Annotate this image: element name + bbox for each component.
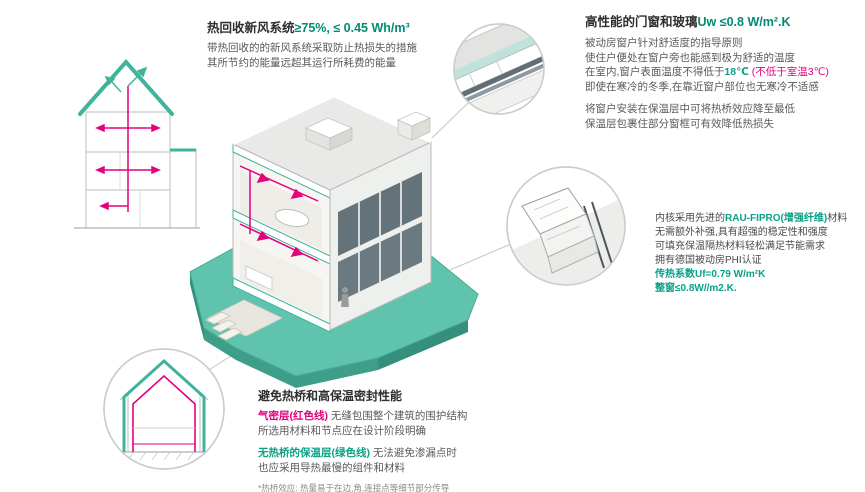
profile-block: 内核采用先进的RAU-FIPRO(增强纤维)材料 无需额外补强,具有超强的稳定性… <box>655 212 860 296</box>
profile-line1-material: RAU-FIPRO(增强纤维) <box>725 213 828 224</box>
profile-chambers <box>533 198 581 241</box>
profile-line1-pre: 内核采用先进的 <box>655 213 725 224</box>
hvac-unit <box>304 117 354 151</box>
windows-line1: 被动房窗户针对舒适度的指导原则 <box>585 37 743 49</box>
window-profile-detail-callout <box>506 166 626 286</box>
windows-line3-pre: 在室内,窗户表面温度不得低于 <box>585 66 725 78</box>
thermal-insulation-line: 无热桥的保温层(绿色线) 无法避免渗漏点时 <box>258 446 568 461</box>
windows-line6: 保温层包裹住部分窗框可有效降低热损失 <box>585 117 774 130</box>
person-figure <box>341 287 349 307</box>
kitchen-counter <box>245 265 273 291</box>
window-corner-detail-callout <box>453 23 545 115</box>
thermal-airtight-line: 气密层(红色线) 无缝包围整个建筑的围护结构 <box>258 409 568 424</box>
bathtub <box>274 208 310 228</box>
roof-skylight-box <box>397 111 431 141</box>
windows-line2: 使住户便处在窗户旁也能感到极为舒适的温度 <box>585 51 795 64</box>
interior-ducts-red <box>239 165 319 262</box>
thermal-line2: 所选用材料和节点应在设计阶段明确 <box>258 424 426 437</box>
windows-line3: 在室内,窗户表面温度不得低于18℃ (不低于室温3℃) <box>585 65 857 80</box>
insulation-text: 无法避免渗漏点时 <box>370 447 457 459</box>
thermal-bridge-detail-callout <box>103 348 225 470</box>
windows-title-value: Uw ≤0.8 W/m².K <box>697 15 791 29</box>
profile-line3: 可填充保温隔热材料轻松满足节能需求 <box>655 241 825 252</box>
profile-line2: 无需额外补强,具有超强的稳定性和强度 <box>655 227 828 238</box>
windows-line5: 将窗户安装在保温层中可将热桥效应降至最低 <box>585 103 795 115</box>
windows-line3-temp: 18℃ <box>724 66 749 78</box>
airtight-text: 无缝包围整个建筑的围护结构 <box>328 410 468 422</box>
windows-line3-note: (不低于室温3℃) <box>748 66 829 78</box>
thermal-block: 避免热桥和高保温密封性能 气密层(红色线) 无缝包围整个建筑的围护结构 所选用材… <box>258 388 568 492</box>
profile-uw-value: 整窗≤0.8W//m2.K. <box>655 283 737 294</box>
profile-line1: 内核采用先进的RAU-FIPRO(增强纤维)材料 <box>655 212 860 226</box>
thermal-title: 避免热桥和高保温密封性能 <box>258 389 403 403</box>
thermal-line4: 也应采用导热最慢的组件和材料 <box>258 461 405 474</box>
windows-block: 高性能的门窗和玻璃Uw ≤0.8 W/m².K 被动房窗户针对舒适度的指导原则 … <box>585 14 857 131</box>
fresh-air-line1: 带热回收的的新风系统采取防止热损失的措施 <box>207 42 417 54</box>
garden-steps <box>205 311 243 341</box>
airtight-layer-red-line <box>132 374 196 452</box>
fresh-air-title: 热回收新风系统≥75%, ≤ 0.45 Wh/m³ <box>207 20 467 36</box>
fresh-air-block: 热回收新风系统≥75%, ≤ 0.45 Wh/m³ 带热回收的的新风系统采取防止… <box>207 20 467 70</box>
ventilation-section-illustration <box>74 58 200 229</box>
facade-mullions <box>358 182 402 292</box>
profile-uf-value: 传热系数Uf=0.79 W/m²K <box>655 269 766 280</box>
profile-line1-post: 材料 <box>827 213 848 224</box>
fresh-air-title-zh: 热回收新风系统 <box>207 21 295 35</box>
isometric-house-illustration <box>189 94 479 388</box>
windows-title-zh: 高性能的门窗和玻璃 <box>585 15 698 29</box>
exhaust-arrows-teal <box>104 66 148 93</box>
airtight-label: 气密层(红色线) <box>258 410 328 422</box>
windows-line4: 即使在寒冷的冬季,在靠近窗户部位也无寒冷不适感 <box>585 80 819 93</box>
fresh-air-title-value: ≥75%, ≤ 0.45 Wh/m³ <box>294 21 410 35</box>
insulation-layer-green-line <box>122 358 206 452</box>
supply-duct-red <box>95 86 161 212</box>
profile-line4: 拥有德国被动房PHI认证 <box>655 255 762 266</box>
fresh-air-line2: 其所节约的能量远超其运行所耗费的能量 <box>207 56 396 69</box>
thermal-footnote: *热桥效应: 热量易于在边,角,连接点等细节部分传导 <box>258 483 450 492</box>
insulation-label: 无热桥的保温层(绿色线) <box>258 447 370 459</box>
windows-title: 高性能的门窗和玻璃Uw ≤0.8 W/m².K <box>585 14 857 30</box>
